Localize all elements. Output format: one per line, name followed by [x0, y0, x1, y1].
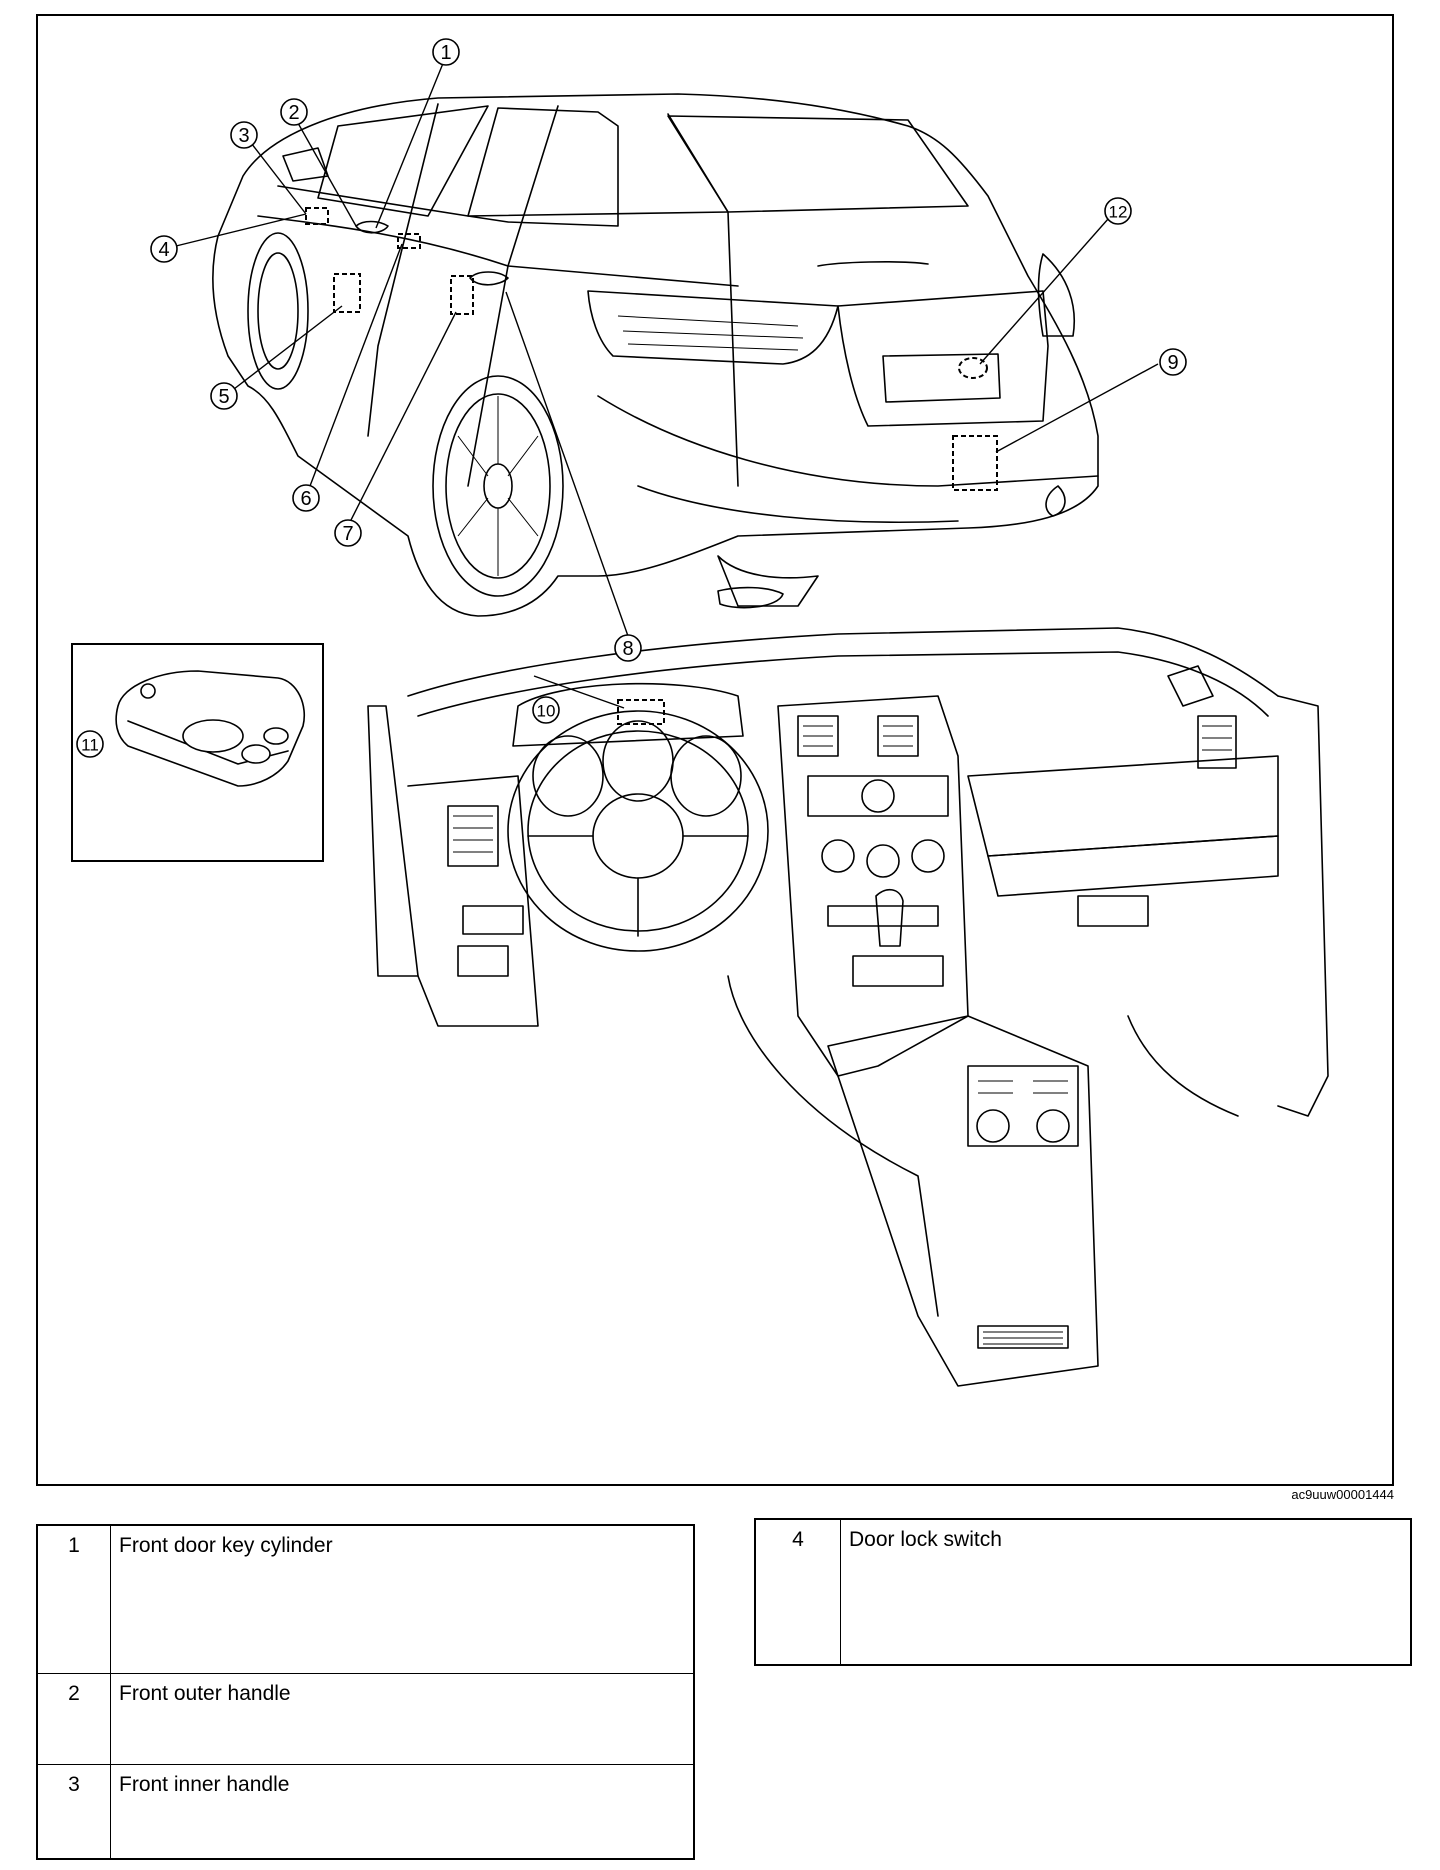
callout-2: 2: [280, 98, 308, 126]
part-name: Front inner handle: [110, 1763, 695, 1860]
parts-table-left: 1 Front door key cylinder 2 Front outer …: [36, 1524, 695, 1860]
liftgate-switch-location: [958, 357, 988, 379]
part-number: 2: [36, 1672, 111, 1765]
callout-5: 5: [210, 382, 238, 410]
svg-text:5: 5: [218, 386, 229, 408]
part-name: Door lock switch: [840, 1518, 1412, 1666]
svg-text:9: 9: [1167, 352, 1178, 374]
callout-12: 12: [1104, 197, 1132, 225]
part-name: Front door key cylinder: [110, 1524, 695, 1674]
callout-3: 3: [230, 121, 258, 149]
callout-10: 10: [532, 696, 560, 724]
callout-1: 1: [432, 38, 460, 66]
svg-text:1: 1: [440, 42, 451, 64]
svg-text:3: 3: [238, 125, 249, 147]
callout-7: 7: [334, 519, 362, 547]
callout-numbers: 1 2 3 4 5 6 7 8 9 10 11 12: [76, 38, 1187, 758]
diagram-frame: 1 2 3 4 5 6 7 8 9 10 11 12: [36, 14, 1394, 1486]
callout-6: 6: [292, 484, 320, 512]
parts-table-right: 4 Door lock switch: [754, 1518, 1412, 1666]
key-fob-illustration: [71, 643, 324, 862]
svg-text:4: 4: [158, 239, 169, 261]
vehicle-exterior-illustration: [212, 93, 1099, 617]
table-row: 3 Front inner handle: [36, 1763, 695, 1860]
front-door-lock-actuator-location: [333, 273, 361, 313]
svg-text:2: 2: [288, 102, 299, 124]
rear-door-lock-actuator-location: [450, 275, 474, 315]
table-row: 4 Door lock switch: [754, 1518, 1412, 1666]
door-lock-switch-location: [305, 207, 329, 225]
table-row: 1 Front door key cylinder: [36, 1524, 695, 1674]
instrument-panel-illustration: [367, 627, 1329, 1387]
part-number: 4: [754, 1518, 841, 1666]
callout-4: 4: [150, 235, 178, 263]
callout-8: 8: [614, 634, 642, 662]
svg-text:7: 7: [342, 523, 353, 545]
part-name: Front outer handle: [110, 1672, 695, 1765]
callout-11: 11: [76, 730, 104, 758]
svg-text:10: 10: [537, 702, 556, 721]
liftgate-lock-actuator-location: [952, 435, 998, 491]
svg-text:6: 6: [300, 488, 311, 510]
rear-inner-handle-location: [397, 233, 421, 249]
svg-text:11: 11: [81, 736, 99, 755]
part-number: 3: [36, 1763, 111, 1860]
component-location-diagram: 1 2 3 4 5 6 7 8 9 10 11 12: [71, 38, 1329, 1387]
keyless-receiver-location: [617, 699, 665, 725]
part-number: 1: [36, 1524, 111, 1674]
image-code: ac9uuw00001444: [1291, 1487, 1394, 1502]
svg-text:12: 12: [1109, 203, 1128, 222]
svg-text:8: 8: [622, 638, 633, 660]
callout-leaders: [175, 55, 1159, 709]
callout-9: 9: [1159, 348, 1187, 376]
table-row: 2 Front outer handle: [36, 1672, 695, 1765]
